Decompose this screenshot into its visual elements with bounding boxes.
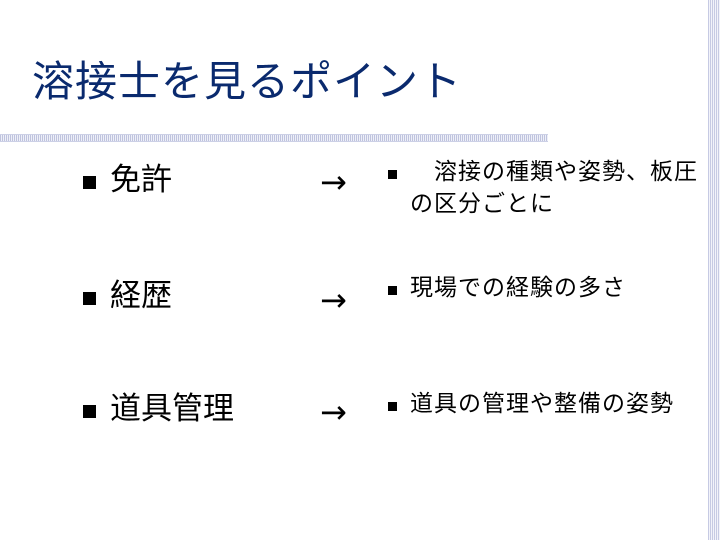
small-square-bullet-icon — [388, 170, 397, 179]
right-arrow-icon: → — [320, 163, 347, 201]
decorative-side-bar — [708, 0, 720, 540]
square-bullet-icon — [83, 405, 96, 418]
right-arrow-icon: → — [320, 281, 347, 319]
point-label: 道具管理 — [110, 391, 234, 427]
point-label: 免許 — [110, 162, 172, 198]
small-square-bullet-icon — [388, 402, 397, 411]
point-description: 道具の管理や整備の姿勢 — [410, 391, 674, 417]
point-description: 溶接の種類や姿勢、板圧の区分ごとに — [410, 159, 698, 217]
square-bullet-icon — [83, 176, 96, 189]
title-underline — [0, 134, 548, 142]
slide-title: 溶接士を見るポイント — [32, 57, 463, 106]
right-arrow-icon: → — [320, 393, 347, 431]
square-bullet-icon — [83, 292, 96, 305]
small-square-bullet-icon — [388, 286, 397, 295]
point-label: 経歴 — [110, 278, 172, 314]
point-description: 現場での経験の多さ — [410, 275, 626, 301]
